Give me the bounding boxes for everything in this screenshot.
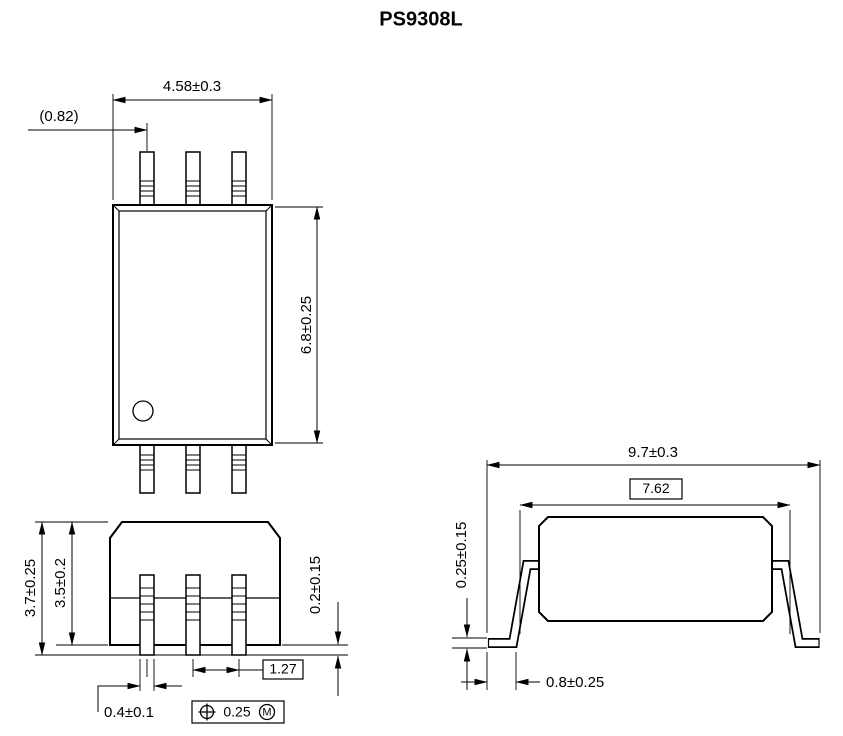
basic-dimension-box	[262, 659, 304, 680]
dim-pin-offset: (0.82)	[39, 108, 78, 125]
dim-pin-pitch: 1.27	[269, 661, 296, 677]
front-view: 3.7±0.25 3.5±0.2 0.2±0.15 1.27 0.4±0.1	[22, 521, 348, 724]
top-view-body	[112, 204, 273, 446]
dim-foot-length: 0.8±0.25	[546, 674, 604, 691]
dim-total-height: 3.7±0.25	[22, 559, 39, 617]
pin-hatch-marks	[140, 180, 246, 197]
dim-lead-thickness: 0.25±0.15	[453, 522, 470, 589]
dim-lead-span: 7.62	[642, 480, 669, 496]
top-view: 4.58±0.3 (0.82) 6.8±0.25	[28, 78, 323, 494]
top-view-pins	[139, 151, 247, 494]
dim-body-length: 6.8±0.25	[298, 296, 315, 354]
pin1-index-mark	[132, 400, 154, 422]
top-view-dimensions: 4.58±0.3 (0.82) 6.8±0.25	[28, 78, 323, 444]
side-view-body	[538, 516, 773, 622]
geometric-tolerance-frame: 0.25 M	[191, 700, 285, 724]
dim-standoff: 0.2±0.15	[307, 556, 324, 614]
front-view-dimensions: 3.7±0.25 3.5±0.2 0.2±0.15 1.27 0.4±0.1	[22, 521, 348, 724]
side-view-dimensions: 9.7±0.3 7.62 0.25±0.15 0.8±0.25	[452, 444, 821, 691]
dim-overall-length: 9.7±0.3	[628, 444, 678, 461]
drawing-title: PS9308L	[379, 8, 462, 30]
front-view-pins	[139, 574, 247, 656]
circled-m-icon: M	[258, 703, 276, 721]
dim-body-height: 3.5±0.2	[52, 558, 69, 608]
basic-dimension-box	[629, 478, 683, 500]
dim-lead-width: 0.4±0.1	[104, 704, 154, 721]
pin-hatch-marks	[140, 454, 246, 471]
tolerance-value: 0.25	[223, 704, 250, 720]
position-tolerance-icon	[198, 703, 216, 721]
pin-hatch-marks	[140, 587, 246, 621]
side-view: 9.7±0.3 7.62 0.25±0.15 0.8±0.25	[452, 444, 821, 691]
dim-body-width: 4.58±0.3	[163, 78, 221, 95]
material-condition-letter: M	[262, 707, 271, 719]
